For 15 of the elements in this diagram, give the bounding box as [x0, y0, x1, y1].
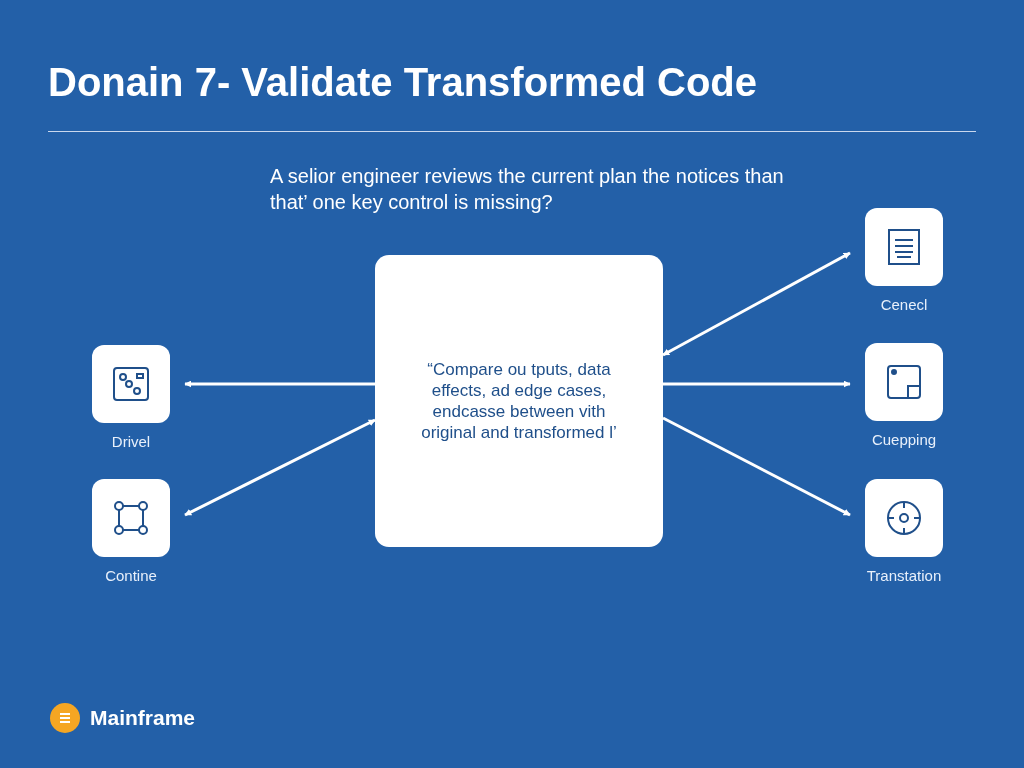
arrow: [184, 380, 375, 388]
arrow: [662, 416, 851, 517]
question-text: A selior engineer reviews the current plan the notices than that’ one key control is missing?: [270, 164, 785, 215]
node-label: Cenecl: [880, 295, 928, 315]
node-label: Cuepping: [871, 430, 937, 450]
arrow: [662, 251, 851, 357]
node-label: Contine: [105, 566, 157, 586]
node-label: Transtation: [866, 566, 942, 586]
card-text: “Compare ou tputs, data effects, ad edge cases, endcasse between vith original and transformed l’: [420, 359, 618, 443]
text-card: [375, 255, 663, 547]
footer-text: Mainframe: [90, 705, 196, 731]
arrow: [663, 380, 851, 388]
arrow: [184, 418, 376, 517]
title: Donain 7- Validate Transformed Code: [48, 62, 758, 102]
node-label: Drivel: [111, 432, 151, 452]
